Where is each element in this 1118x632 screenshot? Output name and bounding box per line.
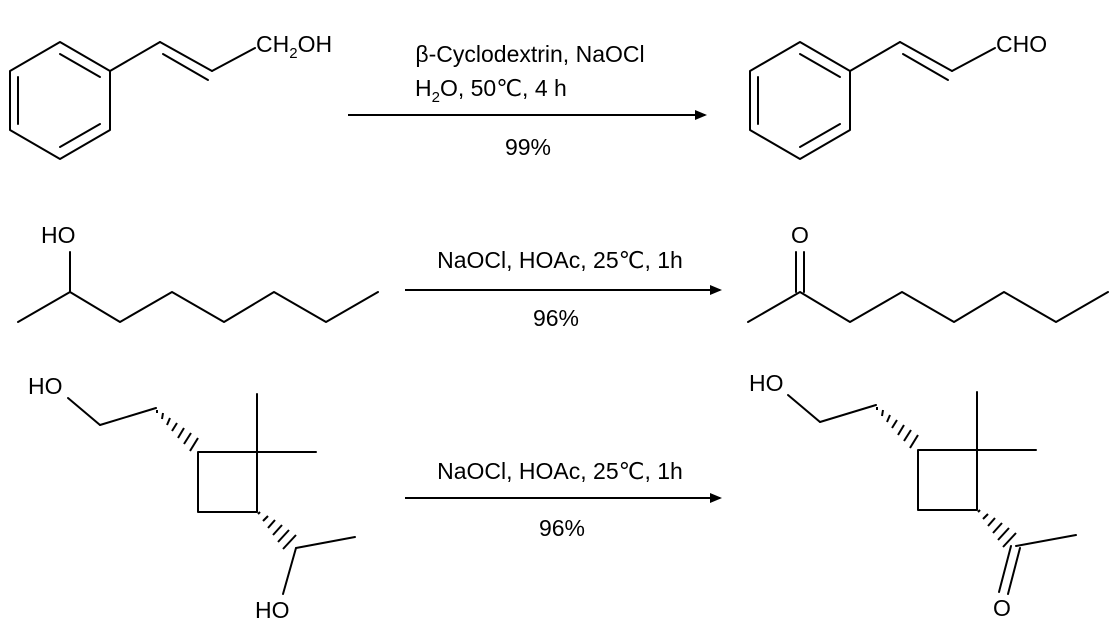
hashed-wedge-bond [876,407,919,449]
carbonyl-bond [998,545,1012,593]
oxygen-label: O [791,222,809,248]
hydroxyl-label: HO [749,370,784,396]
bond [819,404,877,423]
hydroxyl-label: HO [28,373,63,399]
reaction-yield: 99% [505,134,551,160]
double-bond [159,41,213,72]
bond [282,547,297,595]
reaction-conditions-line2: H2O, 50℃, 4 h [415,75,567,106]
reaction-1: CH2OH β-Cyclodextrin, NaOCl H2O, 50℃, 4 … [9,31,1047,160]
subscript: 2 [432,89,440,106]
reaction-3: HO [28,370,1077,623]
reactant-cyclobutane-diol: HO [28,373,356,623]
cyclobutane-ring [917,449,978,511]
double-bond-inner [902,53,949,81]
double-bond [899,41,953,72]
bond [67,397,101,426]
benzene-ring [9,41,111,160]
reaction-2: HO NaOCl, HOAc, 25℃, 1h 96% O [17,222,1109,331]
bond [211,47,256,72]
hashed-wedge-bond [977,509,1017,548]
ch2oh-label: CH2OH [256,31,332,62]
bond [951,47,996,72]
product-2-octanone: O [747,222,1109,323]
reaction-conditions: NaOCl, HOAc, 25℃, 1h [437,247,683,273]
atom-label: H [415,75,432,101]
reaction-conditions: NaOCl, HOAc, 25℃, 1h [437,458,683,484]
product-cyclobutyl-ketone: HO [749,370,1077,621]
hydroxyl-label: HO [255,597,290,623]
hydroxyl-label: HO [41,222,76,248]
oxygen-label: O [993,595,1011,621]
cyclobutane-ring [197,451,258,513]
reaction-yield: 96% [533,305,579,331]
atom-label: OH [298,31,333,57]
carbon-chain [17,291,379,323]
methyl-bond [1015,534,1077,547]
carbonyl-bond [1007,547,1021,595]
reactant-2-octanol: HO [17,222,379,323]
carbon-chain [747,291,1109,323]
methyl-bond [295,536,356,549]
cho-label: CHO [996,31,1047,57]
condition-text: O, 50℃, 4 h [440,75,567,101]
double-bond-inner [162,53,209,81]
hashed-wedge-bond [257,511,297,550]
bond [787,394,821,423]
reaction-yield: 96% [539,515,585,541]
product-cinnamaldehyde: CHO [749,31,1047,160]
bond [109,41,161,72]
bond [849,41,901,72]
reaction-conditions-line1: β-Cyclodextrin, NaOCl [415,41,644,67]
bond [99,407,157,426]
benzene-ring [749,41,851,160]
subscript: 2 [289,45,297,62]
reactant-cinnamyl-alcohol: CH2OH [9,31,332,160]
atom-label: CH [256,31,289,57]
hashed-wedge-bond [156,410,199,452]
